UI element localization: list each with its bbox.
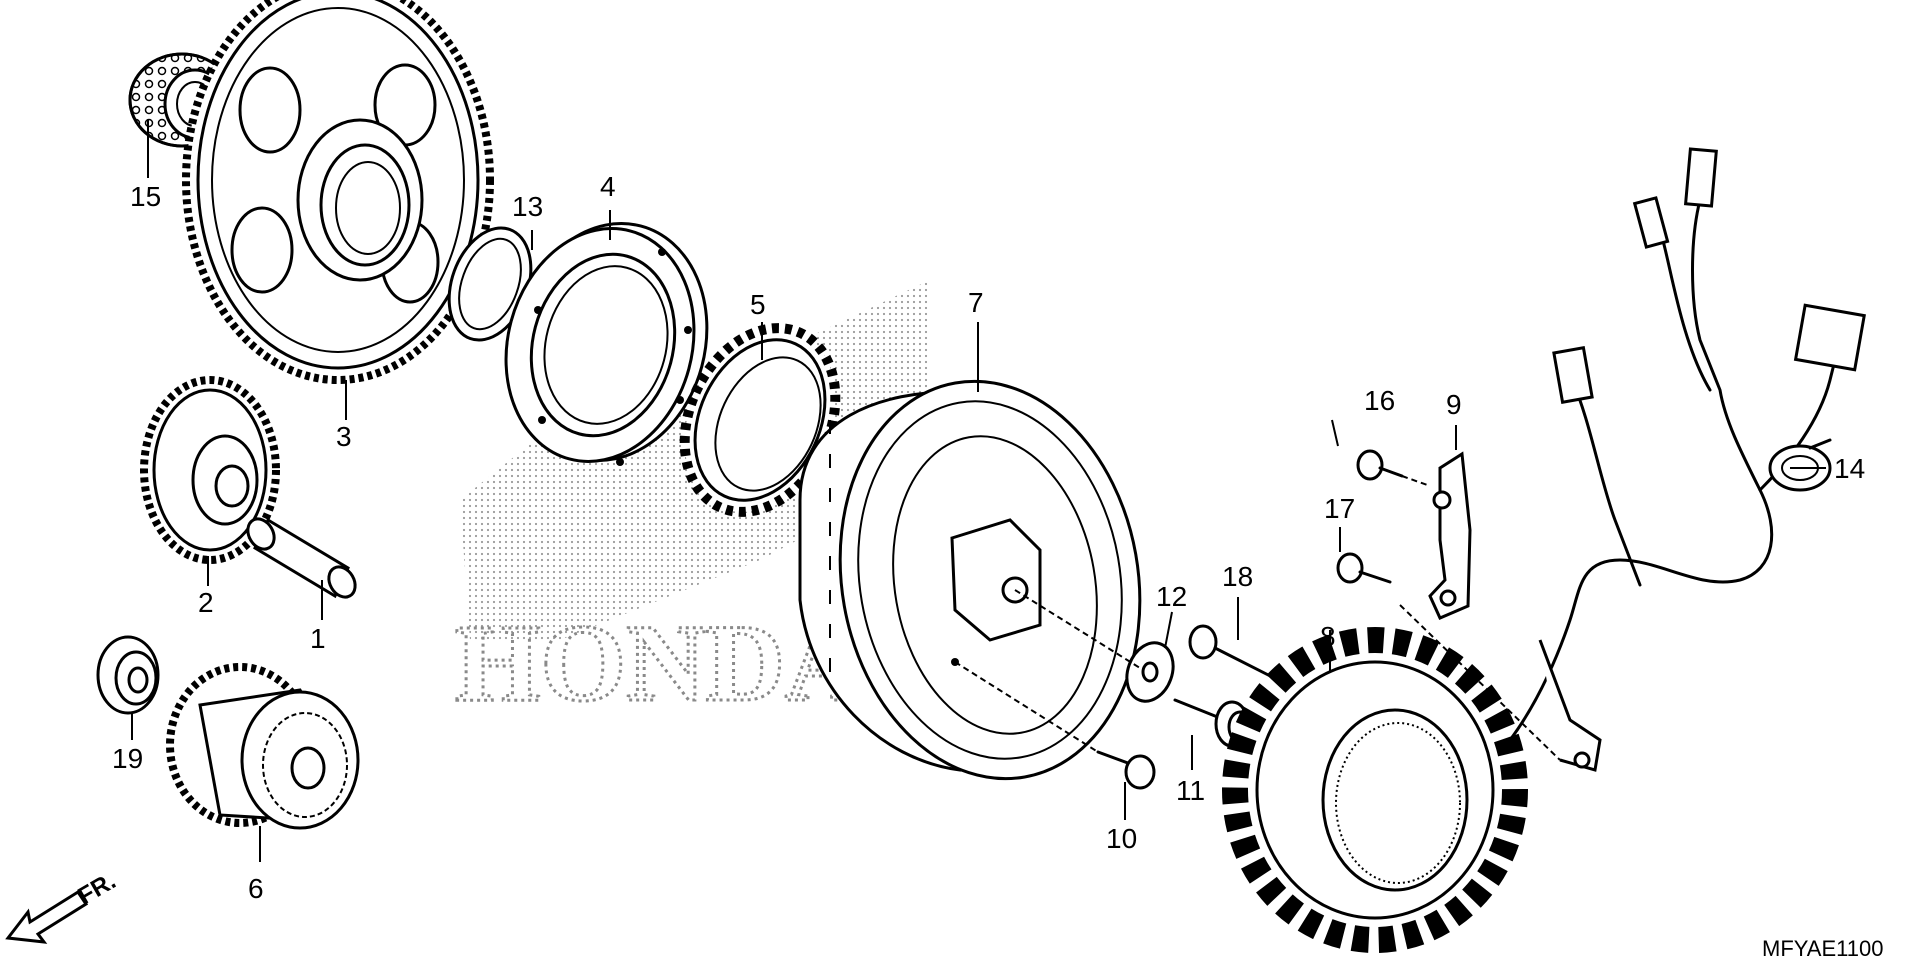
part-4-clutch-outer — [504, 222, 709, 466]
part-6-starter-clutch-assy — [166, 663, 360, 830]
callout-5: 5 — [750, 289, 766, 320]
part-12-washer — [1125, 641, 1175, 703]
callout-6: 6 — [248, 873, 264, 904]
callout-7: 7 — [968, 287, 984, 318]
callout-12: 12 — [1156, 581, 1187, 612]
callout-8: 8 — [1320, 621, 1336, 652]
callout-4: 4 — [600, 171, 616, 202]
part-7-flywheel — [798, 379, 1142, 781]
diagram-code: MFYAE1100 — [1762, 936, 1883, 960]
part-3-starter-driven-gear — [182, 0, 494, 384]
part-13-o-ring — [447, 226, 533, 342]
watermark-text: HONDA — [455, 602, 864, 724]
front-direction-arrow: FR. — [5, 867, 120, 944]
callout-18: 18 — [1222, 561, 1253, 592]
part-1-shaft — [246, 517, 357, 599]
callout-13: 13 — [512, 191, 543, 222]
callout-9: 9 — [1446, 389, 1462, 420]
part-16-bolt — [1356, 449, 1404, 481]
part-9-bracket — [1428, 451, 1472, 620]
leader-lines — [131, 120, 1826, 862]
callout-19: 19 — [112, 743, 143, 774]
wire-harness — [1508, 147, 1866, 772]
part-14-wire-clamp — [1768, 438, 1832, 492]
callout-labels: 1 2 3 4 5 6 7 8 9 10 11 12 13 14 15 16 1… — [112, 171, 1865, 904]
callout-11: 11 — [1176, 775, 1205, 806]
callout-16: 16 — [1364, 385, 1395, 416]
callout-2: 2 — [198, 587, 214, 618]
part-10-bolt — [1096, 750, 1156, 790]
callout-17: 17 — [1324, 493, 1355, 524]
callout-10: 10 — [1106, 823, 1137, 854]
part-8-stator — [1222, 627, 1528, 953]
callout-15: 15 — [130, 181, 161, 212]
callout-14: 14 — [1834, 453, 1865, 484]
callout-3: 3 — [336, 421, 352, 452]
part-17-bolt — [1336, 552, 1392, 584]
callout-1: 1 — [310, 623, 326, 654]
part-2-reduction-gear — [140, 376, 280, 564]
part-19-bearing — [96, 635, 160, 715]
